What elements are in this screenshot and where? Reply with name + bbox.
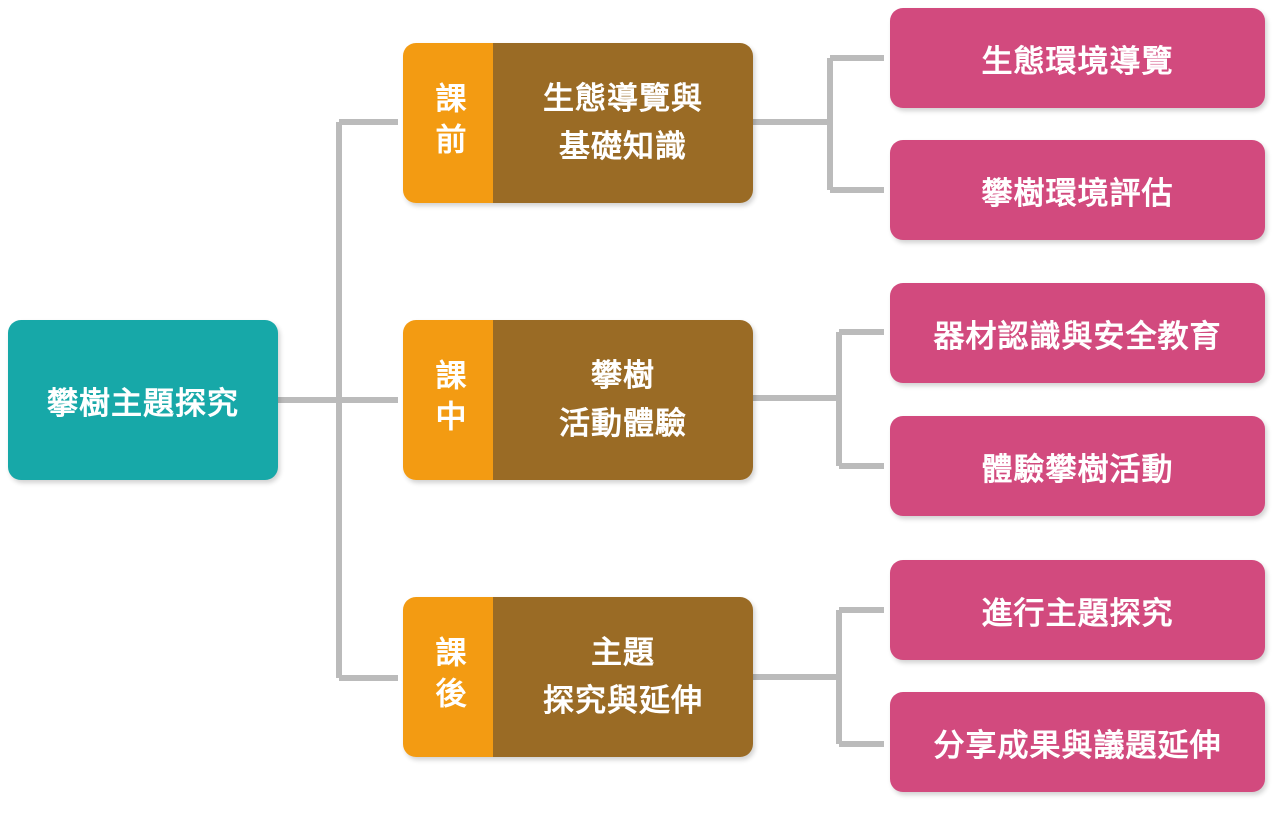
phase-title-line: 基礎知識	[559, 129, 687, 165]
leaf-label: 分享成果與議題延伸	[933, 727, 1222, 764]
phase-tag: 課後	[403, 597, 493, 757]
leaf-connector-1	[753, 55, 884, 193]
leaf-node: 體驗攀樹活動	[890, 416, 1265, 516]
phase-title-line: 活動體驗	[559, 406, 687, 442]
phase-title: 攀樹 活動體驗	[493, 320, 753, 480]
leaf-connector-3	[753, 607, 884, 747]
phase-tag-label: 課前	[429, 82, 466, 164]
leaf-node: 器材認識與安全教育	[890, 283, 1265, 383]
root-label: 攀樹主題探究	[47, 385, 239, 422]
phase-tag: 課中	[403, 320, 493, 480]
phase-node-during: 課中 攀樹 活動體驗	[403, 320, 753, 480]
phase-node-after: 課後 主題 探究與延伸	[403, 597, 753, 757]
leaf-node: 生態環境導覽	[890, 8, 1265, 108]
phase-title-line: 攀樹	[591, 358, 655, 394]
leaf-label: 器材認識與安全教育	[933, 318, 1222, 355]
leaf-label: 攀樹環境評估	[981, 175, 1174, 212]
leaf-node: 攀樹環境評估	[890, 140, 1265, 240]
phase-tag-label: 課後	[429, 636, 466, 718]
root-node: 攀樹主題探究	[8, 320, 278, 480]
phase-title-line: 探究與延伸	[543, 683, 703, 719]
leaf-node: 進行主題探究	[890, 560, 1265, 660]
phase-title: 主題 探究與延伸	[493, 597, 753, 757]
phase-tag: 課前	[403, 43, 493, 203]
phase-tag-label: 課中	[429, 359, 466, 441]
leaf-node: 分享成果與議題延伸	[890, 692, 1265, 792]
phase-title-line: 生態導覽與	[543, 81, 703, 117]
phase-title: 生態導覽與 基礎知識	[493, 43, 753, 203]
leaf-connector-2	[753, 329, 884, 469]
leaf-label: 進行主題探究	[981, 595, 1174, 632]
phase-node-before: 課前 生態導覽與 基礎知識	[403, 43, 753, 203]
leaf-label: 生態環境導覽	[981, 43, 1174, 80]
leaf-label: 體驗攀樹活動	[981, 451, 1174, 488]
phase-title-line: 主題	[591, 635, 655, 671]
